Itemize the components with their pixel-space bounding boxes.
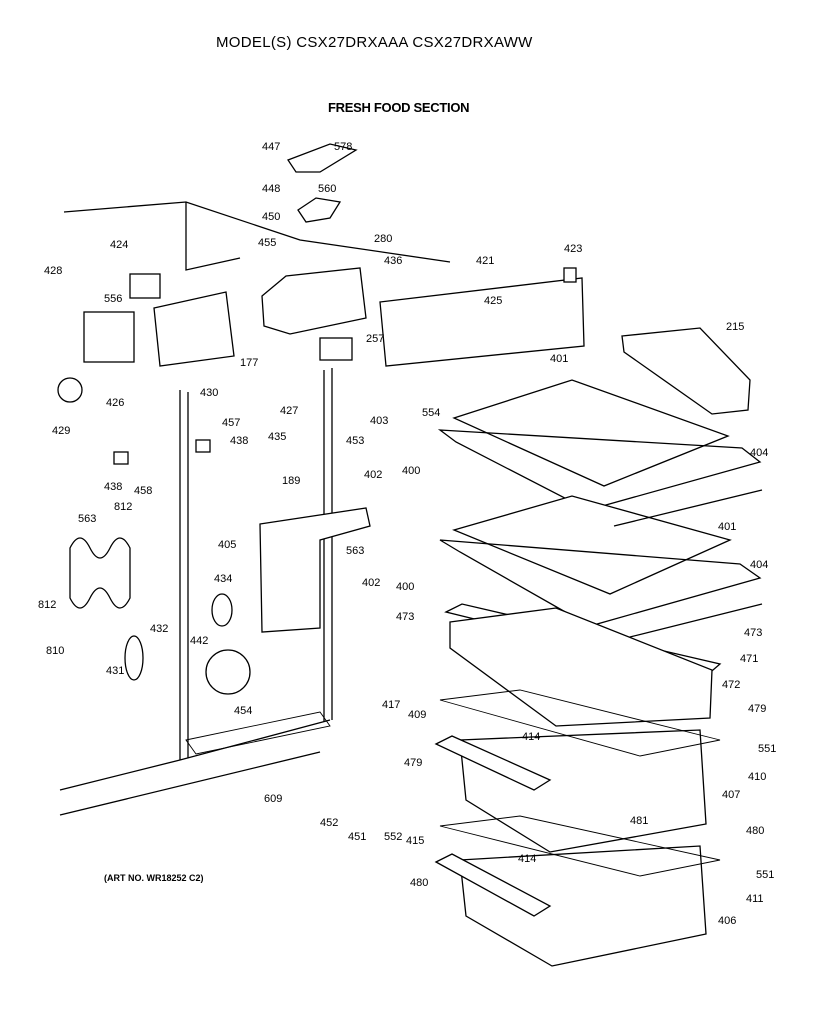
part-label: 480 <box>410 877 428 889</box>
part-label: 472 <box>722 679 740 691</box>
part-label: 426 <box>106 397 124 409</box>
part-label: 455 <box>258 237 276 249</box>
part-labels: 447 578 448 560 450 280 424 455 436 421 … <box>38 141 776 927</box>
part-label: 552 <box>384 831 402 843</box>
part-label: 457 <box>222 417 240 429</box>
part-label: 810 <box>46 645 64 657</box>
part-label: 434 <box>214 573 232 585</box>
part-label: 480 <box>746 825 764 837</box>
part-label: 414 <box>522 731 540 743</box>
part-label: 563 <box>78 513 96 525</box>
cabinet-liner <box>59 201 451 816</box>
part-label: 431 <box>106 665 124 677</box>
part-label: 448 <box>262 183 280 195</box>
model-title: MODEL(S) CSX27DRXAAA CSX27DRXAWW <box>216 34 533 51</box>
part-label: 473 <box>744 627 762 639</box>
part-label: 402 <box>362 577 380 589</box>
part-label: 189 <box>282 475 300 487</box>
part-label: 442 <box>190 635 208 647</box>
misc-parts <box>69 439 371 695</box>
drawers <box>434 603 722 967</box>
part-label: 436 <box>384 255 402 267</box>
part-label: 411 <box>746 893 764 905</box>
art-number: (ART NO. WR18252 C2) <box>104 873 204 883</box>
part-label: 424 <box>110 239 128 251</box>
part-label: 560 <box>318 183 336 195</box>
part-label: 257 <box>366 333 384 345</box>
part-label: 435 <box>268 431 286 443</box>
part-label: 452 <box>320 817 338 829</box>
part-label: 430 <box>200 387 218 399</box>
part-label: 410 <box>748 771 766 783</box>
part-label: 404 <box>750 447 768 459</box>
part-label: 432 <box>150 623 168 635</box>
part-label: 554 <box>422 407 440 419</box>
part-label: 425 <box>484 295 502 307</box>
shelves <box>437 379 763 643</box>
part-label: 177 <box>240 357 258 369</box>
part-label: 438 <box>230 435 248 447</box>
part-label: 812 <box>38 599 56 611</box>
part-label: 404 <box>750 559 768 571</box>
part-label: 402 <box>364 469 382 481</box>
part-label: 415 <box>406 835 424 847</box>
part-label: 403 <box>370 415 388 427</box>
section-title: FRESH FOOD SECTION <box>328 100 470 115</box>
part-label: 812 <box>114 501 132 513</box>
part-label: 551 <box>758 743 776 755</box>
part-label: 471 <box>740 653 758 665</box>
part-label: 609 <box>264 793 282 805</box>
part-label: 479 <box>748 703 766 715</box>
part-label: 414 <box>518 853 536 865</box>
part-label: 417 <box>382 699 400 711</box>
part-label: 421 <box>476 255 494 267</box>
part-label: 438 <box>104 481 122 493</box>
part-label: 428 <box>44 265 62 277</box>
part-label: 479 <box>404 757 422 769</box>
part-label: 429 <box>52 425 70 437</box>
control-housings <box>57 143 751 415</box>
part-label: 400 <box>396 581 414 593</box>
part-label: 450 <box>262 211 280 223</box>
part-label: 473 <box>396 611 414 623</box>
part-label: 405 <box>218 539 236 551</box>
part-label: 556 <box>104 293 122 305</box>
part-label: 409 <box>408 709 426 721</box>
part-label: 423 <box>564 243 582 255</box>
part-label: 481 <box>630 815 648 827</box>
part-label: 578 <box>334 141 352 153</box>
part-label: 407 <box>722 789 740 801</box>
part-label: 451 <box>348 831 366 843</box>
part-label: 401 <box>550 353 568 365</box>
part-label: 458 <box>134 485 152 497</box>
part-label: 563 <box>346 545 364 557</box>
part-label: 400 <box>402 465 420 477</box>
part-label: 551 <box>756 869 774 881</box>
part-label: 215 <box>726 321 744 333</box>
part-label: 453 <box>346 435 364 447</box>
part-label: 454 <box>234 705 252 717</box>
part-label: 427 <box>280 405 298 417</box>
part-label: 280 <box>374 233 392 245</box>
part-label: 447 <box>262 141 280 153</box>
part-label: 401 <box>718 521 736 533</box>
part-label: 406 <box>718 915 736 927</box>
